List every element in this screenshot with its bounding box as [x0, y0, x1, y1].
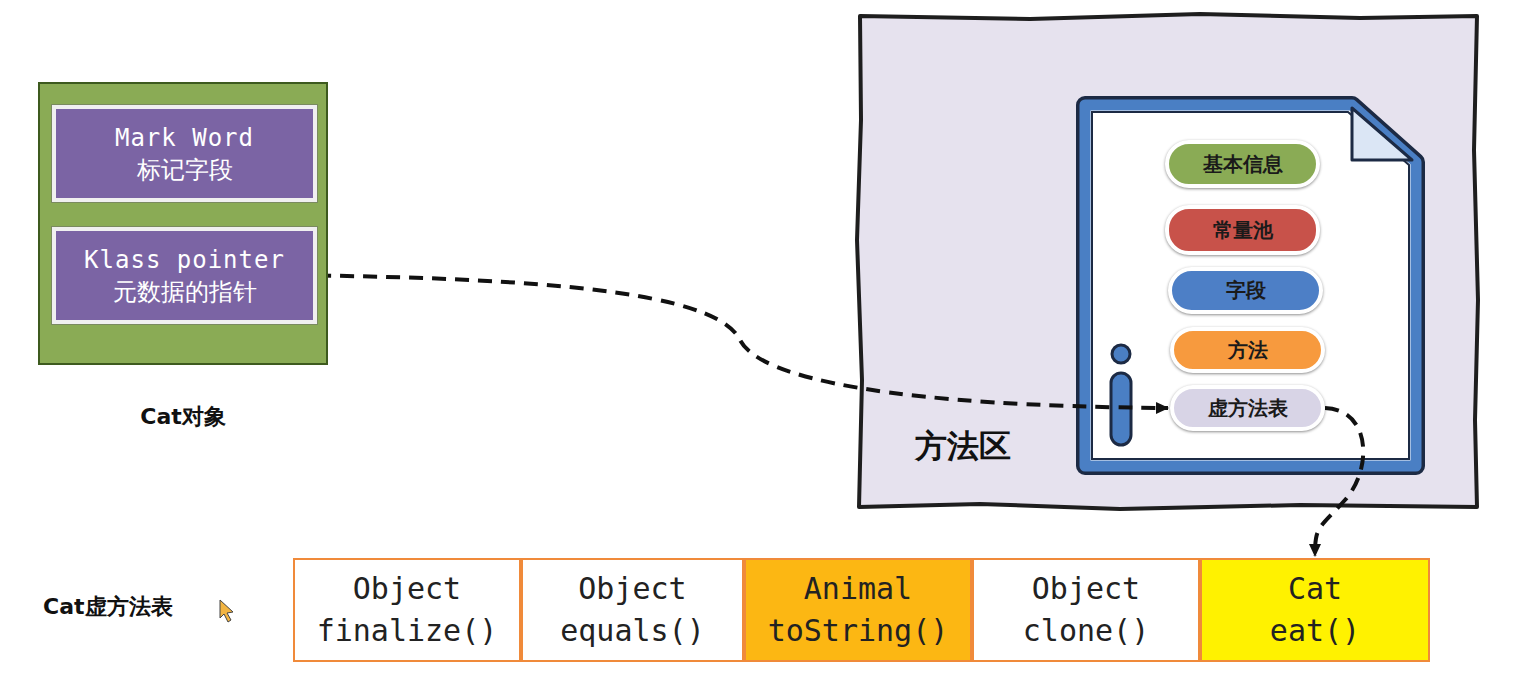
dashed-pointer-arrow: [317, 276, 1168, 409]
box-text: 方法: [1228, 337, 1268, 364]
header-field: Klass pointer元数据的指针: [52, 227, 317, 324]
table-label: Cat虚方法表: [43, 592, 173, 622]
box-heading: 方法区: [915, 425, 1011, 469]
class-info-pill: 基本信息: [1165, 140, 1320, 188]
box-text: Object: [1032, 568, 1140, 610]
box-text: Mark Word: [115, 122, 254, 154]
box-text: 基本信息: [1203, 151, 1283, 178]
box-heading: Cat对象: [40, 402, 326, 432]
box-text: Object: [353, 568, 461, 610]
box-text: 常量池: [1213, 217, 1273, 244]
box-text: toString(): [768, 610, 949, 652]
info-icon: [1111, 345, 1131, 445]
object-box: Cat对象Mark Word标记字段Klass pointer元数据的指针: [38, 82, 328, 365]
vtable-cell: AnimaltoString(): [744, 558, 972, 662]
box-text: eat(): [1270, 610, 1360, 652]
class-info-pill: 虚方法表: [1170, 385, 1325, 431]
box-text: clone(): [1023, 610, 1149, 652]
box-text: 虚方法表: [1208, 395, 1288, 422]
vtable-cell: Objectequals(): [521, 558, 744, 662]
box-text: equals(): [560, 610, 705, 652]
vtable-cell: Objectfinalize(): [293, 558, 521, 662]
class-document: [1085, 105, 1416, 466]
box-text: 元数据的指针: [113, 276, 257, 308]
method-area-panel: [857, 14, 1478, 509]
class-info-pill: 字段: [1168, 267, 1323, 314]
box-text: Cat: [1288, 568, 1342, 610]
vtable-cell: Objectclone(): [972, 558, 1200, 662]
box-text: Object: [578, 568, 686, 610]
mouse-cursor: [220, 600, 233, 622]
header-field: Mark Word标记字段: [52, 105, 317, 202]
class-info-pill: 常量池: [1165, 205, 1320, 255]
box-text: finalize(): [317, 610, 498, 652]
class-info-pill: 方法: [1170, 327, 1325, 373]
box-text: 标记字段: [137, 154, 233, 186]
box-text: Animal: [804, 568, 912, 610]
box-text: Klass pointer: [84, 244, 285, 276]
box-text: 字段: [1226, 277, 1266, 304]
method-area: 方法区 基本信息常量池字段方法虚方法表: [858, 15, 1478, 508]
dashed-pointer-arrow: [1315, 408, 1363, 556]
vtable-cell: Cateat(): [1200, 558, 1430, 662]
